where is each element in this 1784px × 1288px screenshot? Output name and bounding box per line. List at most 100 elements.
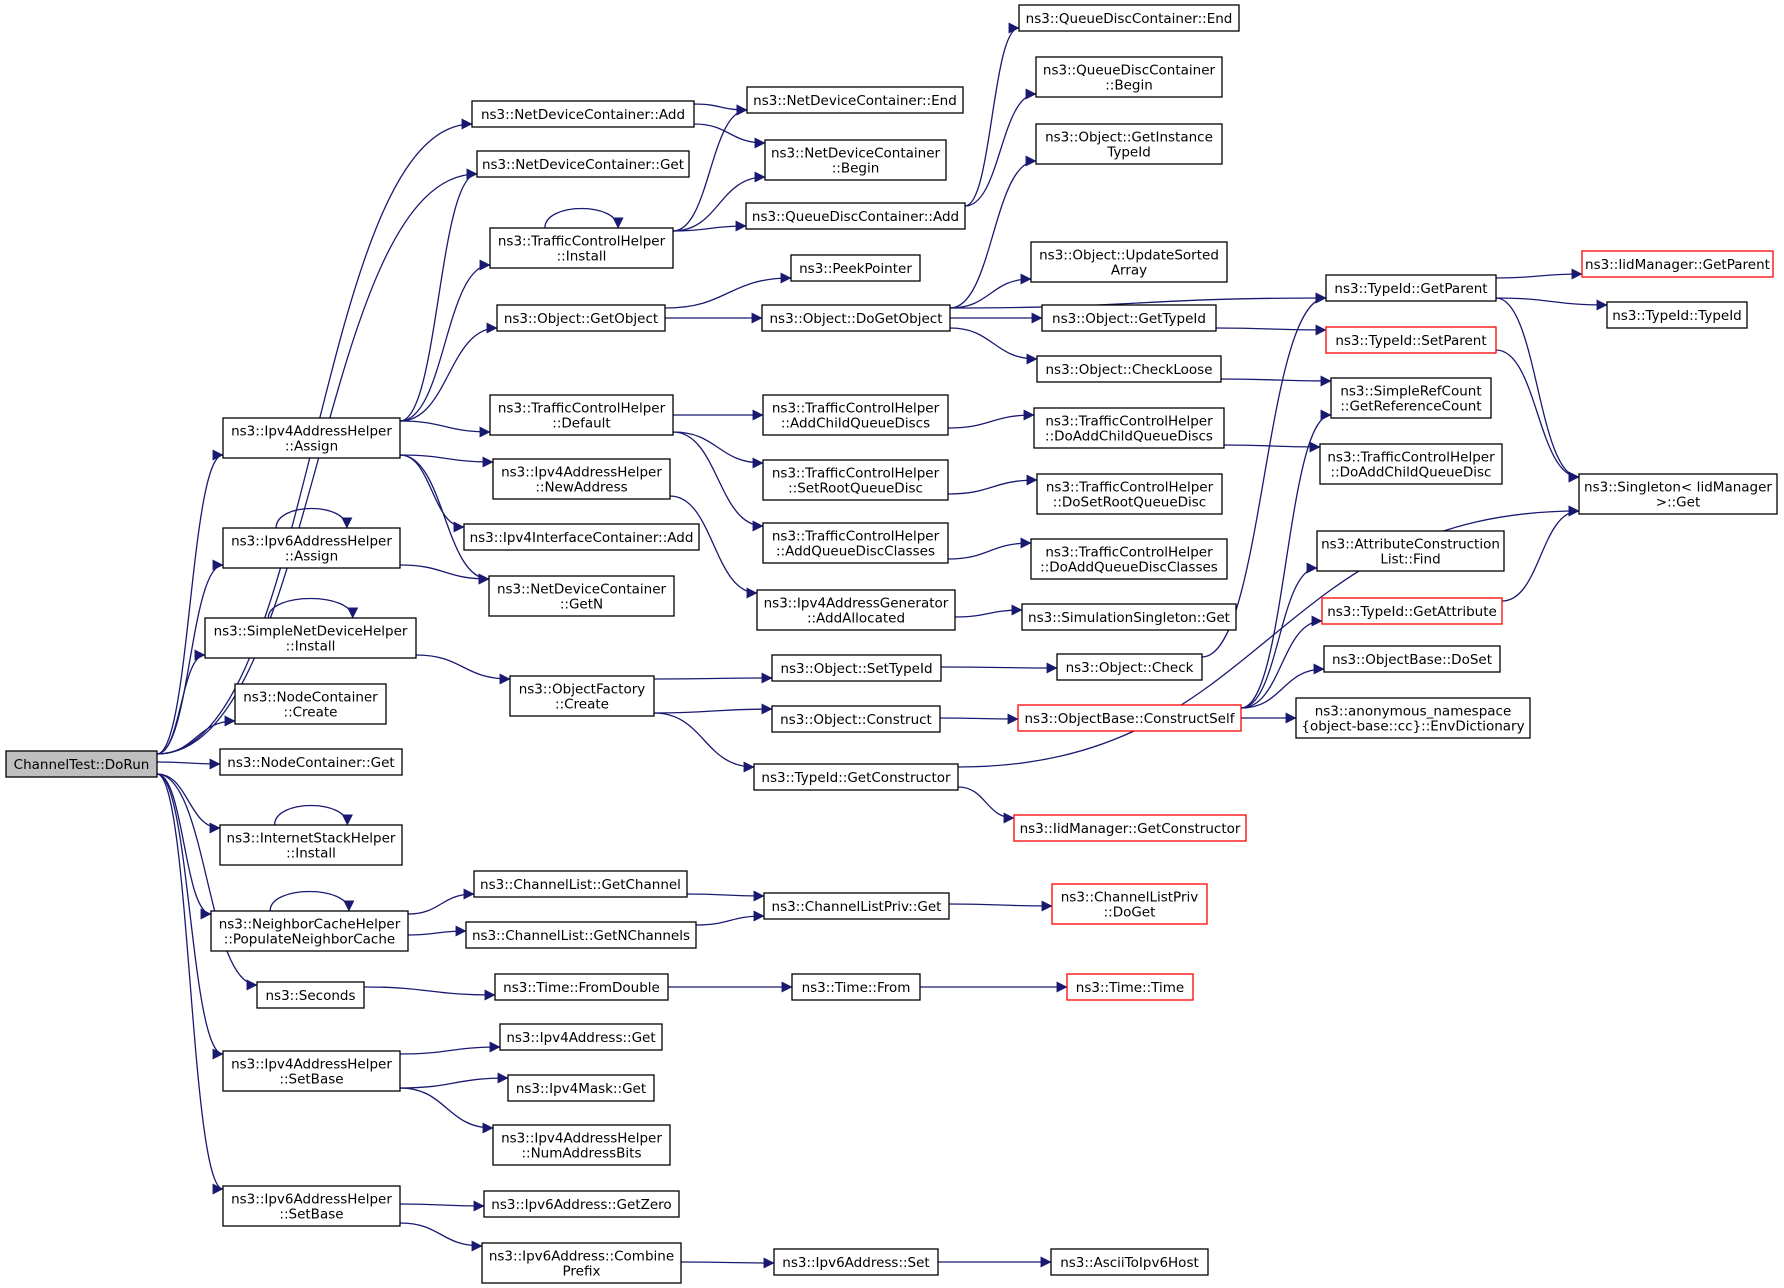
call-edge-tidGetAttr-to-singletonGet <box>1501 505 1580 602</box>
node-label: ns3::NetDeviceContainer <box>497 582 667 598</box>
node-ipv6GetZero[interactable]: ns3::Ipv6Address::GetZero <box>483 1190 680 1218</box>
call-edge-sndhInstall-to-sndhInstall <box>267 597 359 619</box>
node-tidGetAttr[interactable]: ns3::TypeId::GetAttribute <box>1321 597 1503 625</box>
node-ncGet[interactable]: ns3::NodeContainer::Get <box>219 748 403 776</box>
node-tidSetParent[interactable]: ns3::TypeId::SetParent <box>1325 326 1497 354</box>
node-label: ns3::ChannelListPriv <box>1061 890 1199 906</box>
node-addQDClasses[interactable]: ns3::TrafficControlHelper::AddQueueDiscC… <box>762 522 949 564</box>
node-label: ChannelTest::DoRun <box>14 757 150 773</box>
node-box <box>507 1074 655 1102</box>
node-clGetChannel[interactable]: ns3::ChannelList::GetChannel <box>473 870 688 898</box>
node-setRootQD[interactable]: ns3::TrafficControlHelper::SetRootQueueD… <box>762 459 949 501</box>
node-iidGetCtor[interactable]: ns3::IidManager::GetConstructor <box>1013 814 1247 842</box>
node-srcGetRefCount[interactable]: ns3::SimpleRefCount::GetReferenceCount <box>1330 377 1492 419</box>
node-ofCreate[interactable]: ns3::ObjectFactory::Create <box>509 675 655 717</box>
node-box <box>1035 56 1223 98</box>
node-obDoSet[interactable]: ns3::ObjectBase::DoSet <box>1323 645 1501 673</box>
node-label: ::SetBase <box>279 1072 343 1088</box>
node-asciiToIpv6[interactable]: ns3::AsciiToIpv6Host <box>1050 1248 1209 1276</box>
node-objCheck[interactable]: ns3::Object::Check <box>1056 653 1203 681</box>
node-qdcBegin[interactable]: ns3::QueueDiscContainer::Begin <box>1035 56 1223 98</box>
node-ipv4IcAdd[interactable]: ns3::Ipv4InterfaceContainer::Add <box>463 523 700 551</box>
call-edge-seconds-to-timeFromDouble <box>363 986 496 1001</box>
node-ipv4NumBits[interactable]: ns3::Ipv4AddressHelper::NumAddressBits <box>492 1124 671 1166</box>
call-edge-ipv4NewAddr-to-ipv4GenAlloc <box>669 495 758 599</box>
node-nchPopulate[interactable]: ns3::NeighborCacheHelper::PopulateNeighb… <box>210 910 409 952</box>
node-box <box>476 150 690 178</box>
node-tidGetParent[interactable]: ns3::TypeId::GetParent <box>1325 274 1497 302</box>
node-timeFromDouble[interactable]: ns3::Time::FromDouble <box>494 973 669 1001</box>
node-ipv6Assign[interactable]: ns3::Ipv6AddressHelper::Assign <box>222 527 401 569</box>
node-tidGetCtor[interactable]: ns3::TypeId::GetConstructor <box>753 763 959 791</box>
node-box <box>465 921 697 949</box>
call-edge-objGetTypeId-to-tidSetParent <box>1215 324 1327 336</box>
node-layer: ChannelTest::DoRun ns3::NetDeviceContaine… <box>5 4 1778 1284</box>
node-iidGetParent[interactable]: ns3::IidManager::GetParent <box>1581 250 1774 278</box>
call-edge-ipv4SetBase-to-ipv4NumBits <box>399 1087 494 1134</box>
node-ncCreate[interactable]: ns3::NodeContainer::Create <box>234 683 387 725</box>
node-objGetObject[interactable]: ns3::Object::GetObject <box>496 304 666 332</box>
node-tchInstall[interactable]: ns3::TrafficControlHelper::Install <box>489 227 674 269</box>
node-qdcEnd[interactable]: ns3::QueueDiscContainer::End <box>1018 4 1240 32</box>
node-ipv4Assign[interactable]: ns3::Ipv4AddressHelper::Assign <box>222 417 401 459</box>
node-box <box>1581 250 1774 278</box>
node-ipv6SetBase[interactable]: ns3::Ipv6AddressHelper::SetBase <box>222 1185 401 1227</box>
node-singletonGet[interactable]: ns3::Singleton< IidManager >::Get <box>1578 473 1778 515</box>
node-doGetObject[interactable]: ns3::Object::DoGetObject <box>761 304 951 332</box>
node-ipv4NewAddr[interactable]: ns3::Ipv4AddressHelper::NewAddress <box>492 458 671 500</box>
node-label: ns3::TypeId::TypeId <box>1612 308 1742 324</box>
node-ipv4GenAlloc[interactable]: ns3::Ipv4AddressGenerator::AddAllocated <box>756 589 956 631</box>
node-tidTypeId[interactable]: ns3::TypeId::TypeId <box>1606 301 1748 329</box>
node-label: ns3::NeighborCacheHelper <box>219 917 401 933</box>
node-tchDefault[interactable]: ns3::TrafficControlHelper::Default <box>489 394 674 436</box>
node-root[interactable]: ChannelTest::DoRun <box>5 750 158 778</box>
node-box <box>753 763 959 791</box>
node-label: ::GetReferenceCount <box>1340 399 1481 415</box>
node-ipv6Set[interactable]: ns3::Ipv6Address::Set <box>773 1248 939 1276</box>
node-box <box>1033 407 1225 449</box>
node-ndcGet[interactable]: ns3::NetDeviceContainer::Get <box>476 150 690 178</box>
node-objCheckLoose[interactable]: ns3::Object::CheckLoose <box>1036 355 1222 383</box>
node-clpGet[interactable]: ns3::ChannelListPriv::Get <box>763 892 950 920</box>
node-label: ::Install <box>557 249 607 265</box>
node-label: ns3::TrafficControlHelper <box>1046 480 1214 496</box>
node-seconds[interactable]: ns3::Seconds <box>256 981 365 1009</box>
node-ndcAdd[interactable]: ns3::NetDeviceContainer::Add <box>471 100 695 128</box>
node-addChildQDs[interactable]: ns3::TrafficControlHelper::AddChildQueue… <box>762 394 949 436</box>
node-doAddQDClasses[interactable]: ns3::TrafficControlHelper::DoAddQueueDis… <box>1030 538 1228 580</box>
node-timeFrom[interactable]: ns3::Time::From <box>791 973 921 1001</box>
node-ipv4SetBase[interactable]: ns3::Ipv4AddressHelper::SetBase <box>222 1050 401 1092</box>
node-qdcAdd[interactable]: ns3::QueueDiscContainer::Add <box>745 202 966 230</box>
call-edge-tidGetParent-to-singletonGet <box>1495 297 1580 483</box>
node-ipv4AddrGet[interactable]: ns3::Ipv4Address::Get <box>499 1023 663 1051</box>
node-ishInstall[interactable]: ns3::InternetStackHelper::Install <box>219 824 403 866</box>
node-simSingletonGet[interactable]: ns3::SimulationSingleton::Get <box>1021 603 1237 631</box>
node-timeTime[interactable]: ns3::Time::Time <box>1066 973 1194 1001</box>
node-ndcBegin[interactable]: ns3::NetDeviceContainer::Begin <box>764 139 947 181</box>
node-objGetTypeId[interactable]: ns3::Object::GetTypeId <box>1041 304 1217 332</box>
node-label: ns3::Object::DoGetObject <box>769 311 942 327</box>
node-box <box>1021 603 1237 631</box>
node-doSetRootQD[interactable]: ns3::TrafficControlHelper::DoSetRootQueu… <box>1036 473 1223 515</box>
node-peekPointer[interactable]: ns3::PeekPointer <box>790 254 921 282</box>
node-box <box>222 417 401 459</box>
node-ndcEnd[interactable]: ns3::NetDeviceContainer::End <box>746 86 964 114</box>
node-obConstructSelf[interactable]: ns3::ObjectBase::ConstructSelf <box>1017 704 1242 732</box>
node-box <box>1035 123 1223 165</box>
node-box <box>489 227 674 269</box>
node-objSetTypeId[interactable]: ns3::Object::SetTypeId <box>771 654 942 682</box>
node-clpDoGet[interactable]: ns3::ChannelListPriv::DoGet <box>1051 883 1208 925</box>
node-sndhInstall[interactable]: ns3::SimpleNetDeviceHelper::Install <box>204 617 417 659</box>
node-envDict[interactable]: ns3::anonymous_namespace{object-base::cc… <box>1295 697 1531 739</box>
node-ipv4MaskGet[interactable]: ns3::Ipv4Mask::Get <box>507 1074 655 1102</box>
node-objConstruct[interactable]: ns3::Object::Construct <box>771 705 941 733</box>
node-label: ::Create <box>555 697 609 713</box>
node-clGetNChannels[interactable]: ns3::ChannelList::GetNChannels <box>465 921 697 949</box>
node-doAddChildQDs[interactable]: ns3::TrafficControlHelper::DoAddChildQue… <box>1033 407 1225 449</box>
node-ndcGetN[interactable]: ns3::NetDeviceContainer::GetN <box>488 575 675 617</box>
node-doAddChildQD[interactable]: ns3::TrafficControlHelper::DoAddChildQue… <box>1319 443 1503 485</box>
